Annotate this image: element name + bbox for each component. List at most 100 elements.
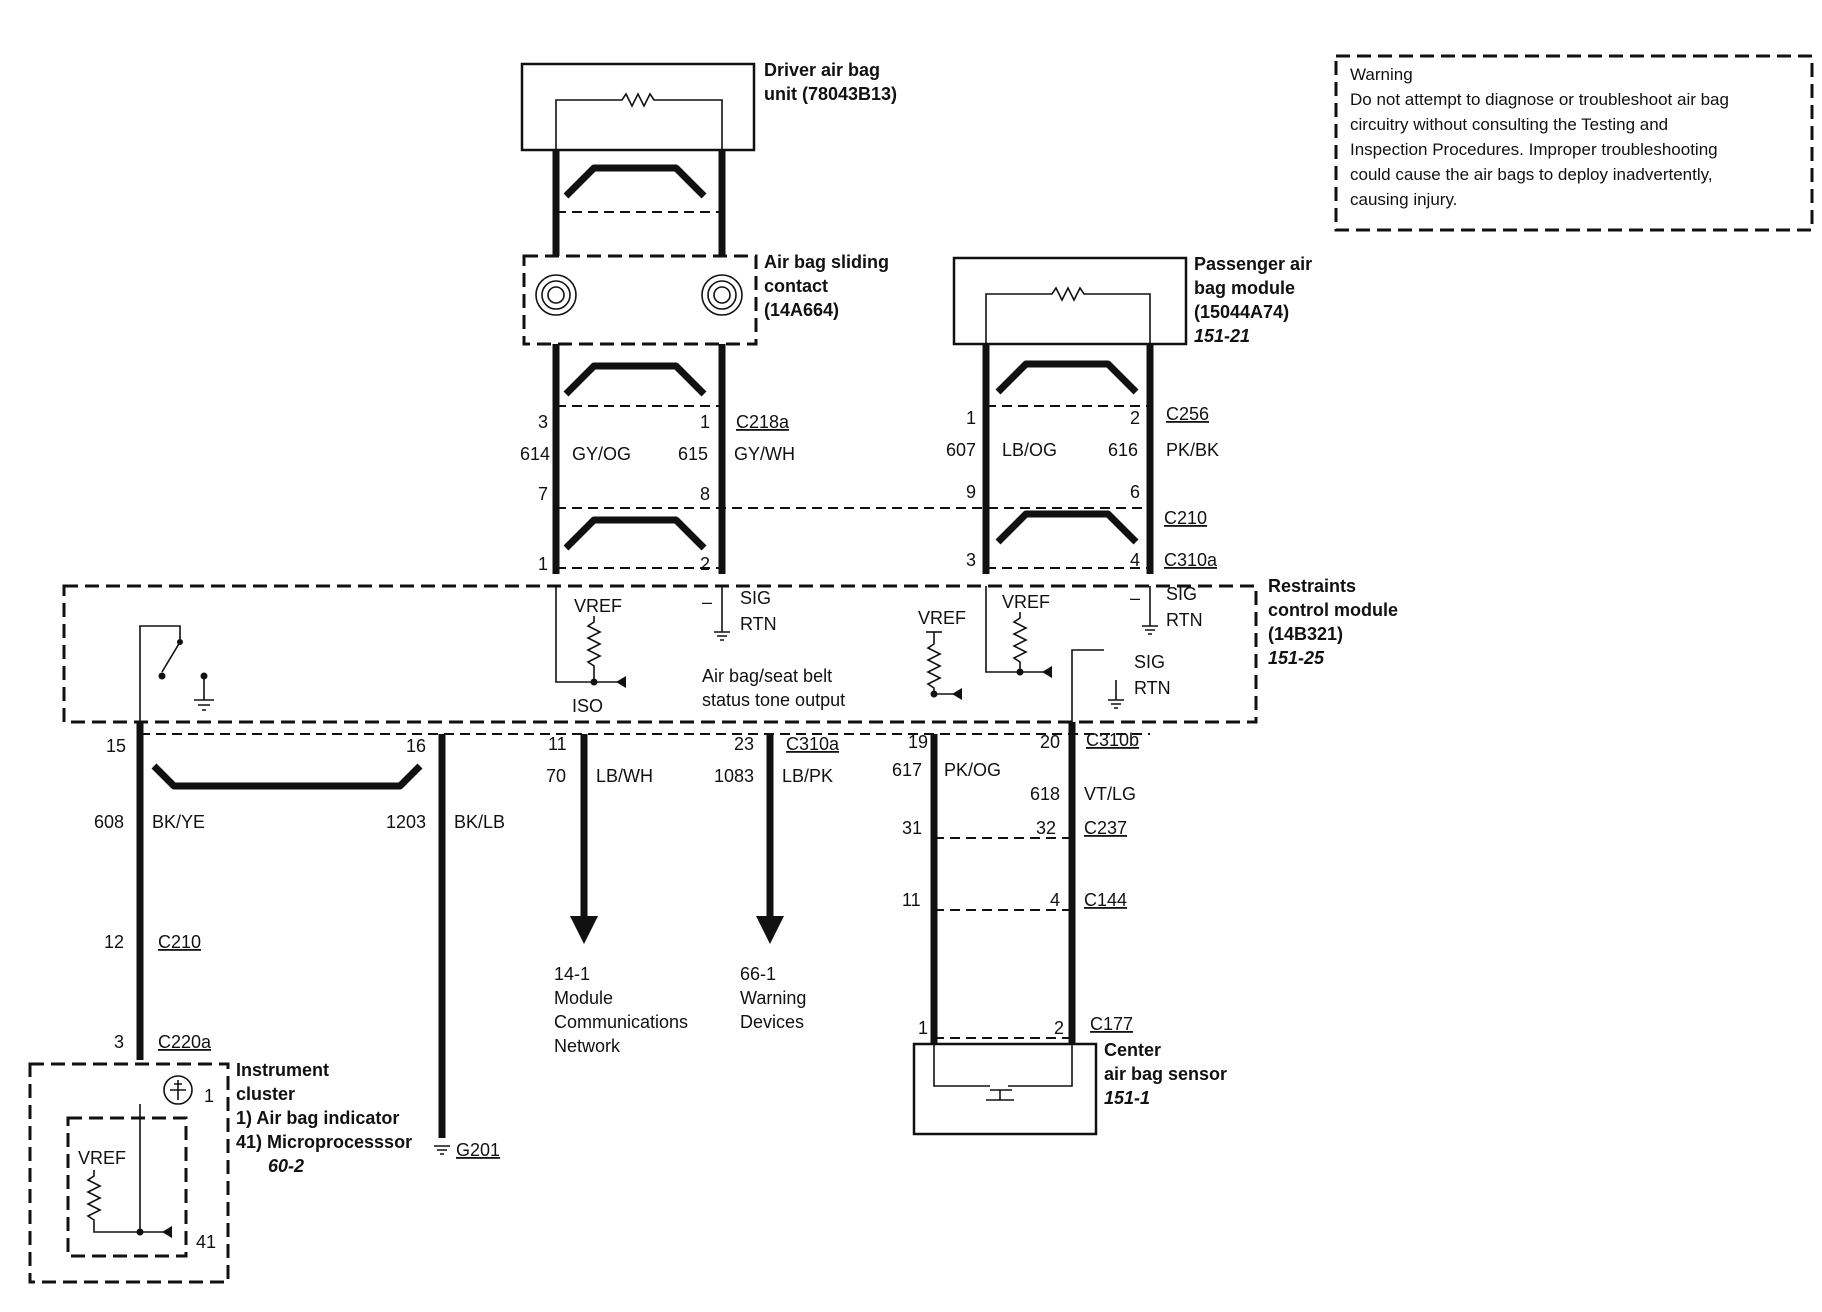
ground-label: G201 xyxy=(456,1140,500,1160)
circuit-number: 616 xyxy=(1108,440,1138,460)
minus-sign: – xyxy=(1130,588,1140,608)
mcn-label-3: Network xyxy=(554,1036,621,1056)
mcn-destination: 14-1 Module Communications Network xyxy=(554,964,688,1056)
cluster-ref: 60-2 xyxy=(268,1156,304,1176)
circuit-color: GY/WH xyxy=(734,444,795,464)
pin-label: 9 xyxy=(966,482,976,502)
center-sensor-label-1: Center xyxy=(1104,1040,1161,1060)
circuit-number: 1083 xyxy=(714,766,754,786)
sliding-contact-label-3: (14A664) xyxy=(764,300,839,320)
warning-box xyxy=(1334,54,1814,232)
ground-g201: G201 xyxy=(434,1140,500,1160)
restraints-control-module: Restraints control module (14B321) 151-2… xyxy=(62,576,1398,724)
center-airbag-sensor: Center air bag sensor 151-1 xyxy=(912,1040,1227,1136)
pin-label: 32 xyxy=(1036,818,1056,838)
warning-devices-destination: 66-1 Warning Devices xyxy=(740,964,806,1032)
pin-label: 2 xyxy=(700,554,710,574)
pin-label: 2 xyxy=(1054,1018,1064,1038)
pin-label: 3 xyxy=(114,1032,124,1052)
tone-output-label-1: Air bag/seat belt xyxy=(702,666,832,686)
driver-unit-label-1: Driver air bag xyxy=(764,60,880,80)
circuit-color: PK/BK xyxy=(1166,440,1219,460)
pin-label: 23 xyxy=(734,734,754,754)
cluster-label-3: 1) Air bag indicator xyxy=(236,1108,399,1128)
rtn-label: RTN xyxy=(1134,678,1171,698)
connector-c256: C256 xyxy=(1166,404,1209,424)
pin-label: 1 xyxy=(966,408,976,428)
pin-label: 3 xyxy=(966,550,976,570)
pin-label: 20 xyxy=(1040,732,1060,752)
pin-label: 4 xyxy=(1050,890,1060,910)
circuit-color: BK/YE xyxy=(152,812,205,832)
vref-label: VREF xyxy=(1002,592,1050,612)
connector-c177: C177 xyxy=(1090,1014,1133,1034)
circuit-color: PK/OG xyxy=(944,760,1001,780)
circuit-color: LB/PK xyxy=(782,766,833,786)
sig-label: SIG xyxy=(1134,652,1165,672)
mcn-label-1: Module xyxy=(554,988,613,1008)
connector-c237: C237 xyxy=(1084,818,1127,838)
cluster-label-2: cluster xyxy=(236,1084,295,1104)
pin-label: 12 xyxy=(104,932,124,952)
passenger-module-label-3: (15044A74) xyxy=(1194,302,1289,322)
rcm-ref: 151-25 xyxy=(1268,648,1325,668)
pin-label: 8 xyxy=(700,484,710,504)
pin-label: 4 xyxy=(1130,550,1140,570)
circuit-number: 1203 xyxy=(386,812,426,832)
circuit-number: 608 xyxy=(94,812,124,832)
driver-airbag-unit: Driver air bag unit (78043B13) xyxy=(520,60,897,152)
rcm-label-2: control module xyxy=(1268,600,1398,620)
rtn-label: RTN xyxy=(1166,610,1203,630)
driver-unit-label-2: unit (78043B13) xyxy=(764,84,897,104)
pin-label: 41 xyxy=(196,1232,216,1252)
circuit-color: VT/LG xyxy=(1084,784,1136,804)
rcm-label-3: (14B321) xyxy=(1268,624,1343,644)
sliding-contact-label-2: contact xyxy=(764,276,828,296)
vref-label: VREF xyxy=(574,596,622,616)
mcn-ref: 14-1 xyxy=(554,964,590,984)
pin-label: 1 xyxy=(204,1086,214,1106)
passenger-module-ref: 151-21 xyxy=(1194,326,1250,346)
circuit-color: BK/LB xyxy=(454,812,505,832)
pin-label: 11 xyxy=(902,890,921,910)
sliding-contact-label-1: Air bag sliding xyxy=(764,252,889,272)
passenger-airbag-module: Passenger air bag module (15044A74) 151-… xyxy=(952,254,1312,346)
connector-c310a-bottom: C310a xyxy=(786,734,840,754)
iso-label: ISO xyxy=(572,696,603,716)
airbag-sliding-contact: Air bag sliding contact (14A664) xyxy=(522,252,889,346)
pin-label: 1 xyxy=(538,554,548,574)
minus-sign: – xyxy=(702,592,712,612)
connector-c210-top: C210 xyxy=(1164,508,1207,528)
passenger-module-label-2: bag module xyxy=(1194,278,1295,298)
connector-c144: C144 xyxy=(1084,890,1127,910)
mcn-label-2: Communications xyxy=(554,1012,688,1032)
center-sensor-label-2: air bag sensor xyxy=(1104,1064,1227,1084)
rcm-label-1: Restraints xyxy=(1268,576,1356,596)
shield-symbol xyxy=(563,164,707,199)
circuit-number: 617 xyxy=(892,760,922,780)
warning-devices-label-2: Devices xyxy=(740,1012,804,1032)
tone-output-label-2: status tone output xyxy=(702,690,845,710)
warning-devices-ref: 66-1 xyxy=(740,964,776,984)
vref-label: VREF xyxy=(918,608,966,628)
circuit-number: 614 xyxy=(520,444,550,464)
circuit-number: 607 xyxy=(946,440,976,460)
warning-line: Inspection Procedures. Improper troubles… xyxy=(1350,140,1718,159)
passenger-module-label-1: Passenger air xyxy=(1194,254,1312,274)
pin-label: 11 xyxy=(548,734,567,754)
switch-symbol xyxy=(139,625,181,722)
connector-c218a: C218a xyxy=(736,412,790,432)
pin-label: 15 xyxy=(106,736,126,756)
circuit-number: 70 xyxy=(546,766,566,786)
pin-label: 1 xyxy=(700,412,710,432)
warning-note: Warning Do not attempt to diagnose or tr… xyxy=(1350,62,1790,212)
pin-label: 1 xyxy=(918,1018,928,1038)
warning-line: causing injury. xyxy=(1350,190,1458,209)
pin-label: 3 xyxy=(538,412,548,432)
circuit-number: 615 xyxy=(678,444,708,464)
sig-label: SIG xyxy=(1166,584,1197,604)
warning-title: Warning xyxy=(1350,65,1413,84)
cluster-label-4: 41) Microprocesssor xyxy=(236,1132,412,1152)
circuit-color: LB/OG xyxy=(1002,440,1057,460)
warning-line: could cause the air bags to deploy inadv… xyxy=(1350,165,1713,184)
